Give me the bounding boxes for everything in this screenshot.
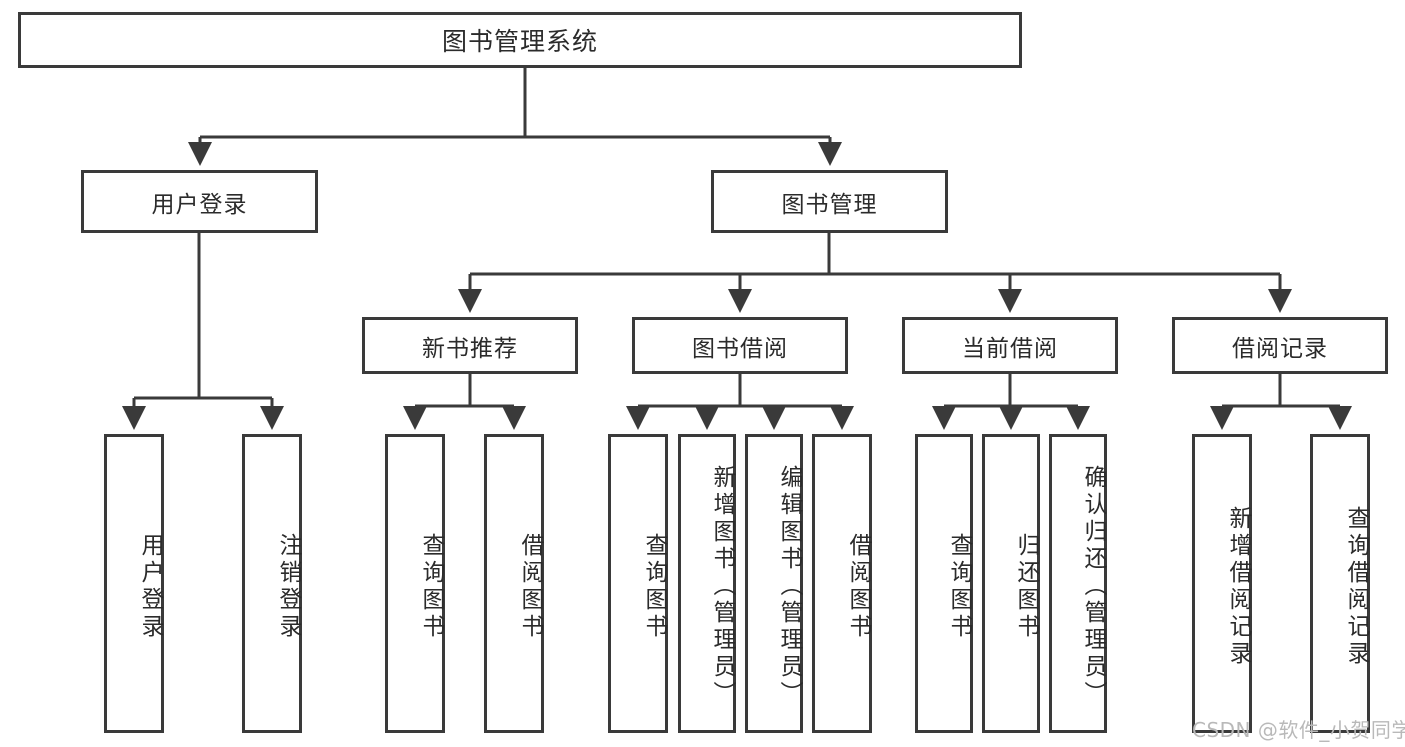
node-level3-0[interactable]: 新书推荐	[362, 317, 578, 374]
csdn-watermark: CSDN @软件_小贺同学	[1192, 718, 1405, 742]
node-leaf-5[interactable]: 新增图书（管理员）	[678, 434, 736, 733]
node-level3-1[interactable]: 图书借阅	[632, 317, 848, 374]
node-leaf-2[interactable]: 查询图书	[385, 434, 445, 733]
node-leaf-9[interactable]: 归还图书	[982, 434, 1040, 733]
node-leaf-6[interactable]: 编辑图书（管理员）	[745, 434, 803, 733]
node-leaf-0[interactable]: 用户登录	[104, 434, 164, 733]
node-level3-2[interactable]: 当前借阅	[902, 317, 1118, 374]
node-leaf-4[interactable]: 查询图书	[608, 434, 668, 733]
node-leaf-1[interactable]: 注销登录	[242, 434, 302, 733]
node-level2-0[interactable]: 用户登录	[81, 170, 318, 233]
node-leaf-7[interactable]: 借阅图书	[812, 434, 872, 733]
node-leaf-8[interactable]: 查询图书	[915, 434, 973, 733]
node-level3-3[interactable]: 借阅记录	[1172, 317, 1388, 374]
node-leaf-10[interactable]: 确认归还（管理员）	[1049, 434, 1107, 733]
node-level2-1[interactable]: 图书管理	[711, 170, 948, 233]
node-leaf-3[interactable]: 借阅图书	[484, 434, 544, 733]
node-root-system[interactable]: 图书管理系统	[18, 12, 1022, 68]
node-leaf-11[interactable]: 新增借阅记录	[1192, 434, 1252, 733]
node-leaf-12[interactable]: 查询借阅记录	[1310, 434, 1370, 733]
